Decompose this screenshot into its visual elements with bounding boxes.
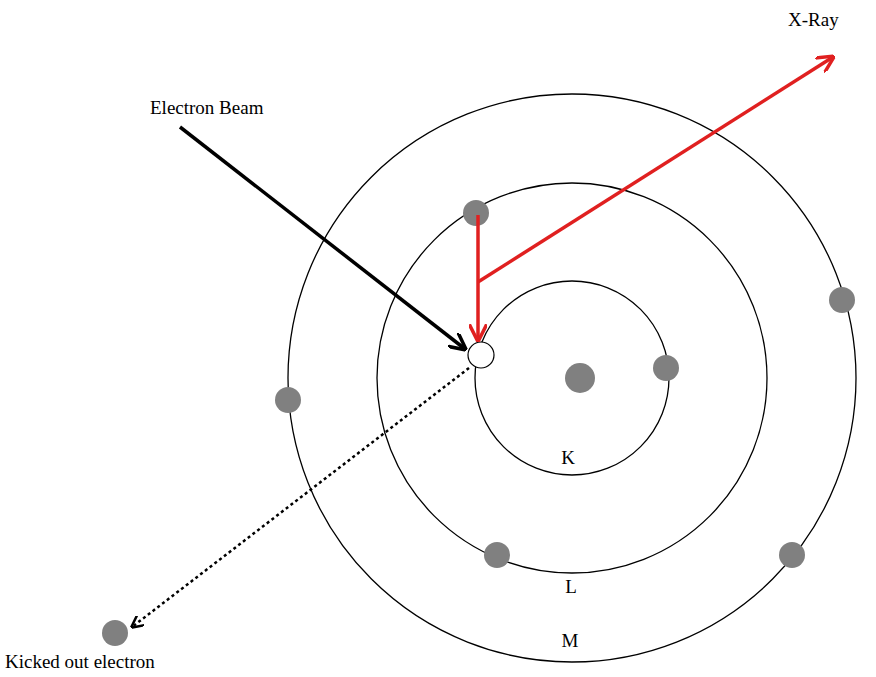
- m-shell: [288, 94, 856, 662]
- nucleus: [565, 363, 595, 393]
- electrons: [102, 200, 855, 646]
- shell-label: M: [562, 630, 579, 652]
- vacancy: [468, 342, 494, 368]
- ejected-path: [132, 368, 469, 627]
- beam-label: Electron Beam: [150, 97, 263, 119]
- transition-arrow: [476, 215, 480, 340]
- xray-label: X-Ray: [788, 9, 839, 31]
- k-shell: [475, 281, 669, 475]
- shell-label: L: [565, 576, 577, 598]
- xray-arrow: [478, 57, 833, 282]
- l-shell: [377, 183, 767, 573]
- electron-beam-arrow: [180, 127, 465, 349]
- shell-label: K: [561, 447, 575, 469]
- electron-label: Kicked out electron: [5, 651, 155, 673]
